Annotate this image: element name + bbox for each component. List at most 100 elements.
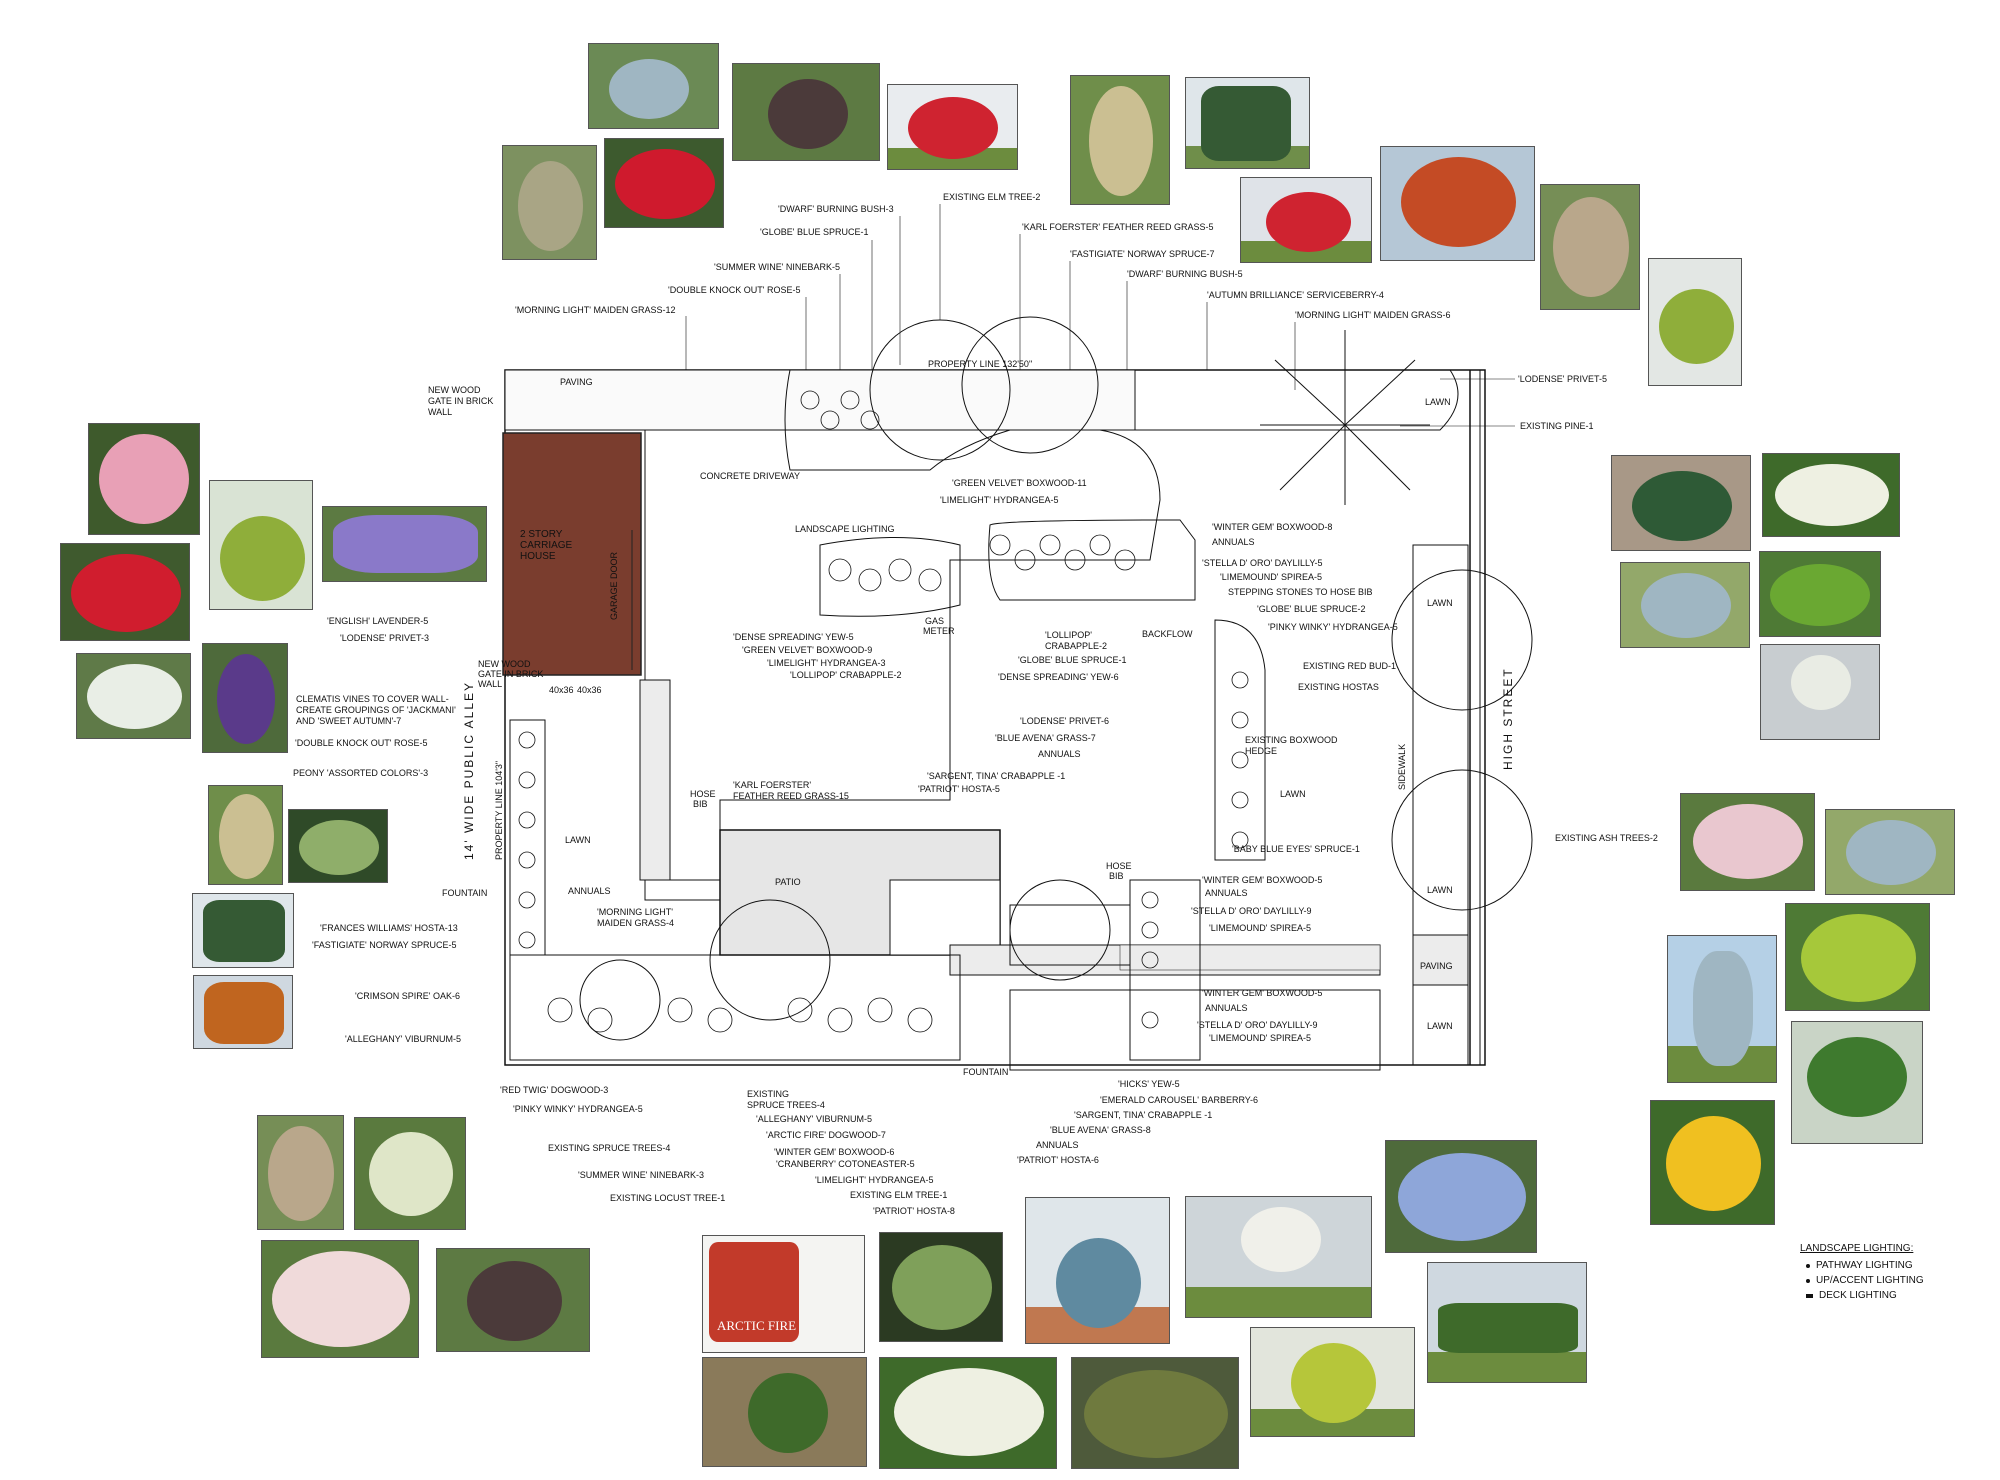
label-dense-yew-6: 'DENSE SPREADING' YEW-6 <box>998 672 1119 682</box>
label-existing-spruce-a-2: SPRUCE TREES-4 <box>747 1100 825 1110</box>
label-double-knock-out-top: 'DOUBLE KNOCK OUT' ROSE-5 <box>668 285 800 295</box>
label-frances-williams: 'FRANCES WILLIAMS' HOSTA-13 <box>320 923 458 933</box>
label-patriot-8: 'PATRIOT' HOSTA-8 <box>873 1206 955 1216</box>
existing-ash-tree <box>1391 569 1533 711</box>
label-winter-gem-5-a: 'WINTER GEM' BOXWOOD-5 <box>1202 875 1322 885</box>
label-carriage-house: 2 STORY <box>520 529 563 540</box>
label-hose-bib-b-2: BIB <box>1109 871 1124 881</box>
photo-knock-out-rose-top <box>604 138 724 228</box>
photo-maiden-grass-bottom <box>257 1115 344 1230</box>
label-existing-spruce-a: EXISTING <box>747 1089 789 1099</box>
legend-item-accent: UP/ACCENT LIGHTING <box>1806 1275 1960 1286</box>
label-existing-pine: EXISTING PINE-1 <box>1520 421 1594 431</box>
photo-clematis-white <box>76 653 191 739</box>
label-globe-spruce-1-mid: 'GLOBE' BLUE SPRUCE-1 <box>1018 655 1126 665</box>
label-property-line-left: PROPERTY LINE 104'3" <box>494 761 504 860</box>
label-lollipop-mid-2: CRABAPPLE-2 <box>1045 641 1107 651</box>
label-annuals-1: ANNUALS <box>1212 537 1255 547</box>
photo-blue-spruce-right <box>1620 562 1750 648</box>
photo-hicks-yew <box>1791 1021 1923 1144</box>
label-backflow: BACKFLOW <box>1142 629 1193 639</box>
label-existing-spruce-b: EXISTING SPRUCE TREES-4 <box>548 1143 670 1153</box>
label-morning-light-4: 'MORNING LIGHT' <box>597 907 673 917</box>
label-crimson-spire: 'CRIMSON SPIRE' OAK-6 <box>355 991 460 1001</box>
concrete-driveway <box>644 429 1161 901</box>
label-carriage-house-2: CARRIAGE <box>520 540 573 551</box>
photo-peony <box>88 423 200 535</box>
label-baby-blue-eyes: 'BABY BLUE EYES' SPRUCE-1 <box>1232 844 1360 854</box>
label-arctic-fire: 'ARCTIC FIRE' DOGWOOD-7 <box>766 1130 886 1140</box>
plan-labels: 'DWARF' BURNING BUSH-3 EXISTING ELM TREE… <box>293 192 1658 1216</box>
label-clematis: CLEMATIS VINES TO COVER WALL- <box>296 694 449 704</box>
legend-title: LANDSCAPE LIGHTING: <box>1800 1243 1914 1254</box>
leader-lines <box>685 204 1515 427</box>
photo-maiden-grass-right <box>1540 184 1640 310</box>
label-paving-right: PAVING <box>1420 961 1453 971</box>
photo-blue-spruce-top <box>588 43 719 129</box>
label-hose-bib: HOSE <box>690 789 716 799</box>
label-existing-hostas: EXISTING HOSTAS <box>1298 682 1379 692</box>
label-blue-avena-8: 'BLUE AVENA' GRASS-8 <box>1050 1125 1151 1135</box>
label-lawn-right-1: LAWN <box>1427 598 1453 608</box>
label-karl-foerster-15: 'KARL FOERSTER' <box>733 780 811 790</box>
label-lodense-6: 'LODENSE' PRIVET-6 <box>1020 716 1109 726</box>
label-autumn-brilliance: 'AUTUMN BRILLIANCE' SERVICEBERRY-4 <box>1207 290 1384 300</box>
label-high-street: HIGH STREET <box>1501 667 1515 770</box>
label-landscape-lighting: LANDSCAPE LIGHTING <box>795 524 895 534</box>
label-pinky-winky-bottom: 'PINKY WINKY' HYDRANGEA-5 <box>513 1104 643 1114</box>
label-clematis-3: AND 'SWEET AUTUMN'-7 <box>296 716 401 726</box>
photo-clematis-purple <box>202 643 288 753</box>
pathway-light-icon <box>1806 1263 1810 1268</box>
label-lawn-mid: LAWN <box>1280 789 1306 799</box>
label-new-wood-gate: NEW WOOD <box>428 385 481 395</box>
photo-privet-top-right <box>1648 258 1742 386</box>
label-concrete-driveway: CONCRETE DRIVEWAY <box>700 471 800 481</box>
label-lodense-5-top: 'LODENSE' PRIVET-5 <box>1518 374 1607 384</box>
label-lawn-right-2: LAWN <box>1427 885 1453 895</box>
label-new-wood-gate-b: NEW WOOD <box>478 659 531 669</box>
label-new-wood-gate-2: GATE IN BRICK <box>428 396 493 406</box>
label-morning-light-6: 'MORNING LIGHT' MAIDEN GRASS-6 <box>1295 310 1450 320</box>
photo-limelight-right <box>1762 453 1900 537</box>
photo-hosta-left <box>288 809 388 883</box>
label-green-velvet-11: 'GREEN VELVET' BOXWOOD-11 <box>952 478 1087 488</box>
photo-arctic-fire-card: ARCTIC FIRE <box>702 1235 865 1353</box>
label-fastigiate-7: 'FASTIGIATE' NORWAY SPRUCE-7 <box>1070 249 1214 259</box>
label-lollipop-mid: 'LOLLIPOP' <box>1045 630 1092 640</box>
label-property-line: PROPERTY LINE 132'50" <box>928 359 1032 369</box>
label-allegheny-bottom: 'ALLEGHANY' VIBURNUM-5 <box>756 1114 872 1124</box>
photo-blue-spruce-right-2 <box>1825 809 1955 895</box>
photo-red-twig <box>354 1117 466 1230</box>
photo-blue-avena <box>1025 1197 1170 1344</box>
photo-cotoneaster <box>1071 1357 1239 1469</box>
arctic-fire-card-title: ARCTIC FIRE <box>717 1318 797 1333</box>
photo-knock-out-rose-left <box>60 543 190 641</box>
photo-globe-spruce-right <box>1611 455 1751 551</box>
label-sidewalk: SIDEWALK <box>1397 744 1407 790</box>
photo-crabapple-tree <box>1185 1196 1372 1318</box>
label-double-knock-out-left: 'DOUBLE KNOCK OUT' ROSE-5 <box>295 738 427 748</box>
label-patriot-5: 'PATRIOT' HOSTA-5 <box>918 784 1000 794</box>
accent-light-icon <box>1806 1278 1810 1283</box>
photo-baby-blue-eyes <box>1667 935 1777 1083</box>
label-existing-elm-2: EXISTING ELM TREE-2 <box>943 192 1040 202</box>
label-limemound-5-c: 'LIMEMOUND' SPIREA-5 <box>1209 1033 1311 1043</box>
photo-brunnera <box>1385 1140 1537 1253</box>
photo-lavender <box>322 506 487 582</box>
photo-maiden-grass-left <box>502 145 597 260</box>
label-lodense-3: 'LODENSE' PRIVET-3 <box>340 633 429 643</box>
photo-serviceberry <box>1380 146 1535 261</box>
label-annuals-3: ANNUALS <box>1205 888 1248 898</box>
label-fountain-left: FOUNTAIN <box>442 888 487 898</box>
label-dense-yew-5: 'DENSE SPREADING' YEW-5 <box>733 632 854 642</box>
label-new-wood-gate-b-2: GATE IN BRICK <box>478 669 543 679</box>
label-lawn-left: LAWN <box>565 835 591 845</box>
carriage-house <box>502 432 642 676</box>
label-annuals-left: ANNUALS <box>568 886 611 896</box>
label-new-wood-gate-b-3: WALL <box>478 679 502 689</box>
label-hose-bib-b: HOSE <box>1106 861 1132 871</box>
label-existing-ash: EXISTING ASH TREES-2 <box>1555 833 1658 843</box>
top-paving-strip <box>504 369 1136 431</box>
photo-ninebark-top <box>732 63 880 161</box>
